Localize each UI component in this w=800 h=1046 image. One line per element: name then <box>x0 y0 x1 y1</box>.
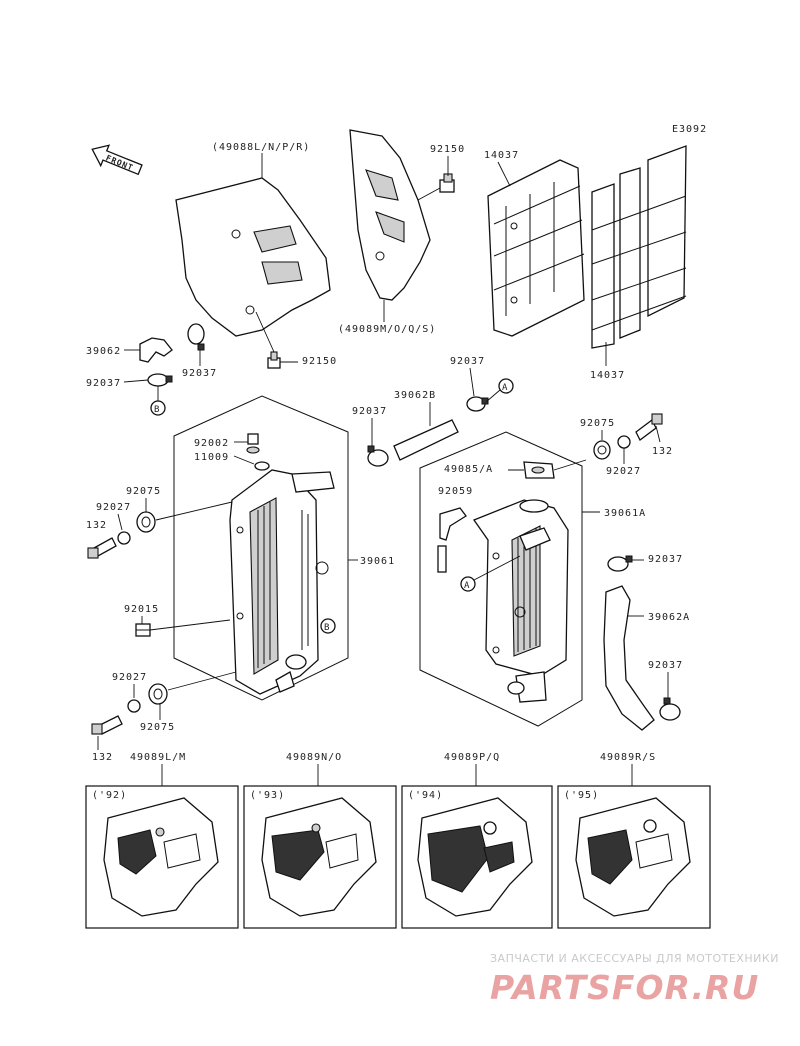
variant-box-2: ('93) <box>243 785 397 929</box>
grommet-92075-low <box>148 683 168 705</box>
label-92037-mid: 92037 <box>182 368 217 379</box>
hose-92059 <box>437 507 467 573</box>
grommet-92075-left <box>136 511 156 533</box>
watermark-tagline: ЗАПЧАСТИ И АКСЕССУАРЫ ДЛЯ МОТОТЕХНИКИ <box>490 952 779 965</box>
radiator-shroud-left <box>175 177 331 337</box>
label-92015: 92015 <box>124 604 159 615</box>
label-92037-left: 92037 <box>86 378 121 389</box>
callout-b-lower: B <box>320 618 336 634</box>
label-49085A: 49085/A <box>444 464 493 475</box>
label-92037-right-b: 92037 <box>648 660 683 671</box>
svg-text:B: B <box>324 623 330 633</box>
label-14037-top: 14037 <box>484 150 519 161</box>
label-92150-top: 92150 <box>430 144 465 155</box>
label-39062: 39062 <box>86 346 121 357</box>
right-assembly-outline <box>419 431 583 727</box>
clamp-92037-top-mid <box>466 396 489 412</box>
label-39062B: 39062B <box>394 390 436 401</box>
collar-92027-low <box>127 699 141 713</box>
label-132-left: 132 <box>86 520 107 531</box>
label-92027-right: 92027 <box>606 466 641 477</box>
variant-box-4: ('95) <box>557 785 711 929</box>
bolt-132-right <box>635 413 663 441</box>
front-arrow-icon: FRONT <box>91 144 143 176</box>
radiator-grille-left <box>487 159 585 337</box>
bolt-92150-top <box>439 173 455 193</box>
seal-11009 <box>254 461 270 471</box>
variant-label-4: 49089R/S <box>600 752 656 763</box>
variant-box-3: ('94) <box>401 785 553 929</box>
svg-text:A: A <box>464 581 470 591</box>
left-assembly-outline <box>173 395 349 701</box>
clamp-92037-hose <box>367 445 389 467</box>
variant-year-3: ('94) <box>408 790 443 801</box>
radiator-shroud-right <box>349 129 431 301</box>
label-39061A: 39061A <box>604 508 646 519</box>
label-92037-hose: 92037 <box>352 406 387 417</box>
bolt-92150-mid <box>267 351 281 369</box>
callout-b-upper: B <box>150 400 166 416</box>
hose-39062 <box>139 337 173 363</box>
label-92027-left: 92027 <box>96 502 131 513</box>
label-92150-mid: 92150 <box>302 356 337 367</box>
variant-year-2: ('93) <box>250 790 285 801</box>
variant-box-1: ('92) <box>85 785 239 929</box>
bolt-132-low <box>91 715 123 735</box>
clamp-92037-left <box>147 373 173 387</box>
label-49088: (49088L/N/P/R) <box>212 142 310 153</box>
callout-a-upper: A <box>498 378 514 394</box>
clamp-92037-mid <box>187 323 205 351</box>
label-39062A: 39062A <box>648 612 690 623</box>
label-14037-bottom: 14037 <box>590 370 625 381</box>
clamp-92037-right-a <box>607 555 633 572</box>
hose-39062B <box>393 419 459 461</box>
label-49089-top: (49089M/O/Q/S) <box>338 324 436 335</box>
label-92059: 92059 <box>438 486 473 497</box>
grommet-92075-right <box>593 440 611 460</box>
variant-label-3: 49089P/Q <box>444 752 500 763</box>
radiator-cap-92002 <box>246 433 260 454</box>
svg-text:B: B <box>154 405 160 415</box>
hose-39062A <box>603 585 655 731</box>
watermark-logo: PARTSFOR.RU <box>490 968 760 1007</box>
collar-92027-left <box>117 531 131 545</box>
bolt-132-left <box>87 537 117 559</box>
label-92027-low: 92027 <box>112 672 147 683</box>
label-92075-left: 92075 <box>126 486 161 497</box>
cover-49085A <box>523 461 555 479</box>
variant-year-1: ('92) <box>92 790 127 801</box>
label-92075-low: 92075 <box>140 722 175 733</box>
callout-a-lower: A <box>460 576 476 592</box>
variant-year-4: ('95) <box>564 790 599 801</box>
diagram-code: E3092 <box>672 124 707 135</box>
label-132-right: 132 <box>652 446 673 457</box>
label-132-low: 132 <box>92 752 113 763</box>
label-39061: 39061 <box>360 556 395 567</box>
clamp-92037-right-b <box>659 697 681 721</box>
nut-92015 <box>135 623 151 637</box>
variant-label-2: 49089N/O <box>286 752 342 763</box>
label-92037-top-mid: 92037 <box>450 356 485 367</box>
variant-label-1: 49089L/M <box>130 752 186 763</box>
svg-text:A: A <box>502 383 508 393</box>
radiator-left-39061 <box>229 469 335 695</box>
radiator-right-39061A <box>472 499 569 703</box>
label-11009: 11009 <box>194 452 229 463</box>
collar-92027-right <box>617 435 631 449</box>
label-92075-right: 92075 <box>580 418 615 429</box>
label-92037-right-a: 92037 <box>648 554 683 565</box>
label-92002: 92002 <box>194 438 229 449</box>
radiator-grille-right <box>591 145 687 349</box>
